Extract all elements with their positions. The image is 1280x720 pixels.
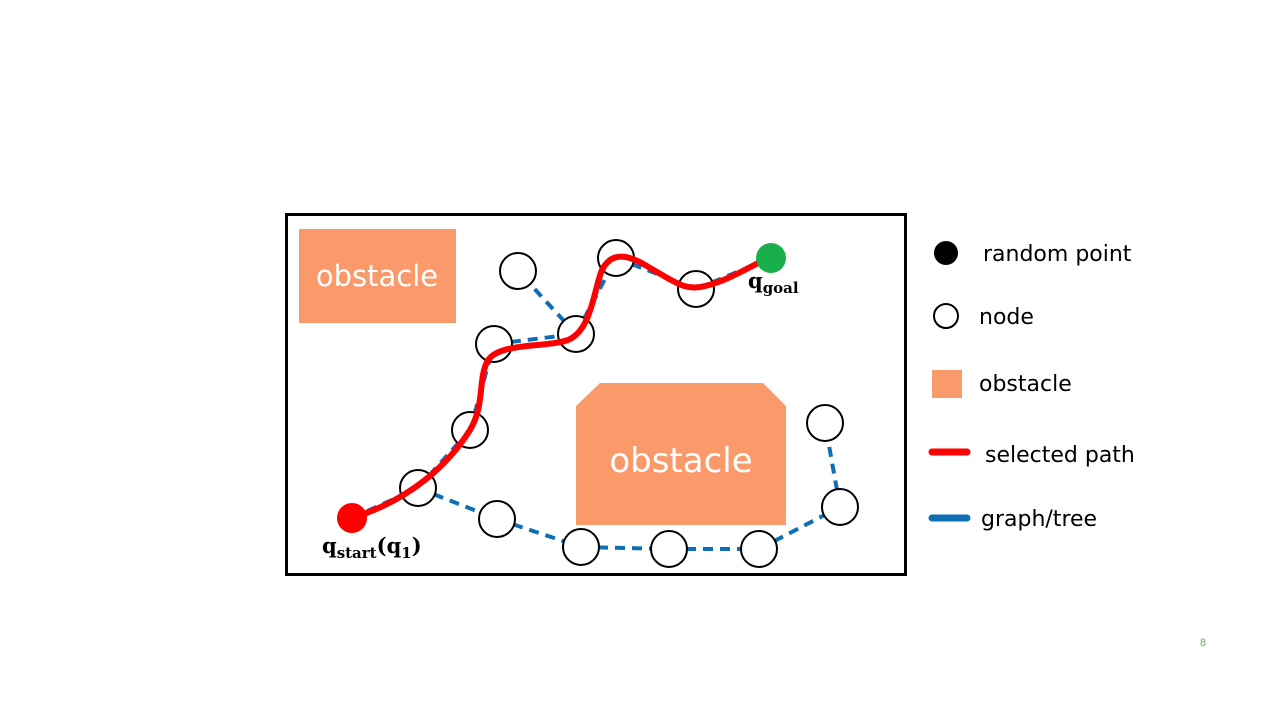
legend-random-point-icon bbox=[934, 241, 958, 265]
tree-node bbox=[650, 530, 688, 568]
obstacle-top-left-label: obstacle bbox=[316, 259, 438, 293]
legend: random point node obstacle selected path… bbox=[928, 241, 1135, 532]
obstacle-top-left bbox=[299, 229, 456, 323]
obstacle-center bbox=[576, 383, 786, 525]
goal-point bbox=[756, 243, 786, 273]
legend-obstacle-icon bbox=[932, 370, 962, 398]
tree-node bbox=[562, 528, 600, 566]
legend-node-label: node bbox=[979, 305, 1034, 330]
tree-node bbox=[478, 500, 516, 538]
legend-random-point-label: random point bbox=[983, 242, 1132, 267]
start-label: qstart(q1) bbox=[322, 533, 422, 562]
tree-node bbox=[740, 530, 778, 568]
goal-label: qgoal bbox=[748, 268, 799, 297]
legend-obstacle-label: obstacle bbox=[979, 372, 1072, 397]
legend-selected-path-label: selected path bbox=[985, 443, 1135, 468]
legend-graph-tree-label: graph/tree bbox=[981, 507, 1097, 532]
tree-node bbox=[821, 488, 859, 526]
page-number: 8 bbox=[1200, 637, 1207, 649]
start-point bbox=[337, 503, 367, 533]
selected-path bbox=[349, 253, 774, 521]
obstacle-center-label: obstacle bbox=[609, 441, 752, 481]
tree-node bbox=[499, 252, 537, 290]
legend-node-icon bbox=[933, 303, 959, 329]
tree-node bbox=[806, 404, 844, 442]
